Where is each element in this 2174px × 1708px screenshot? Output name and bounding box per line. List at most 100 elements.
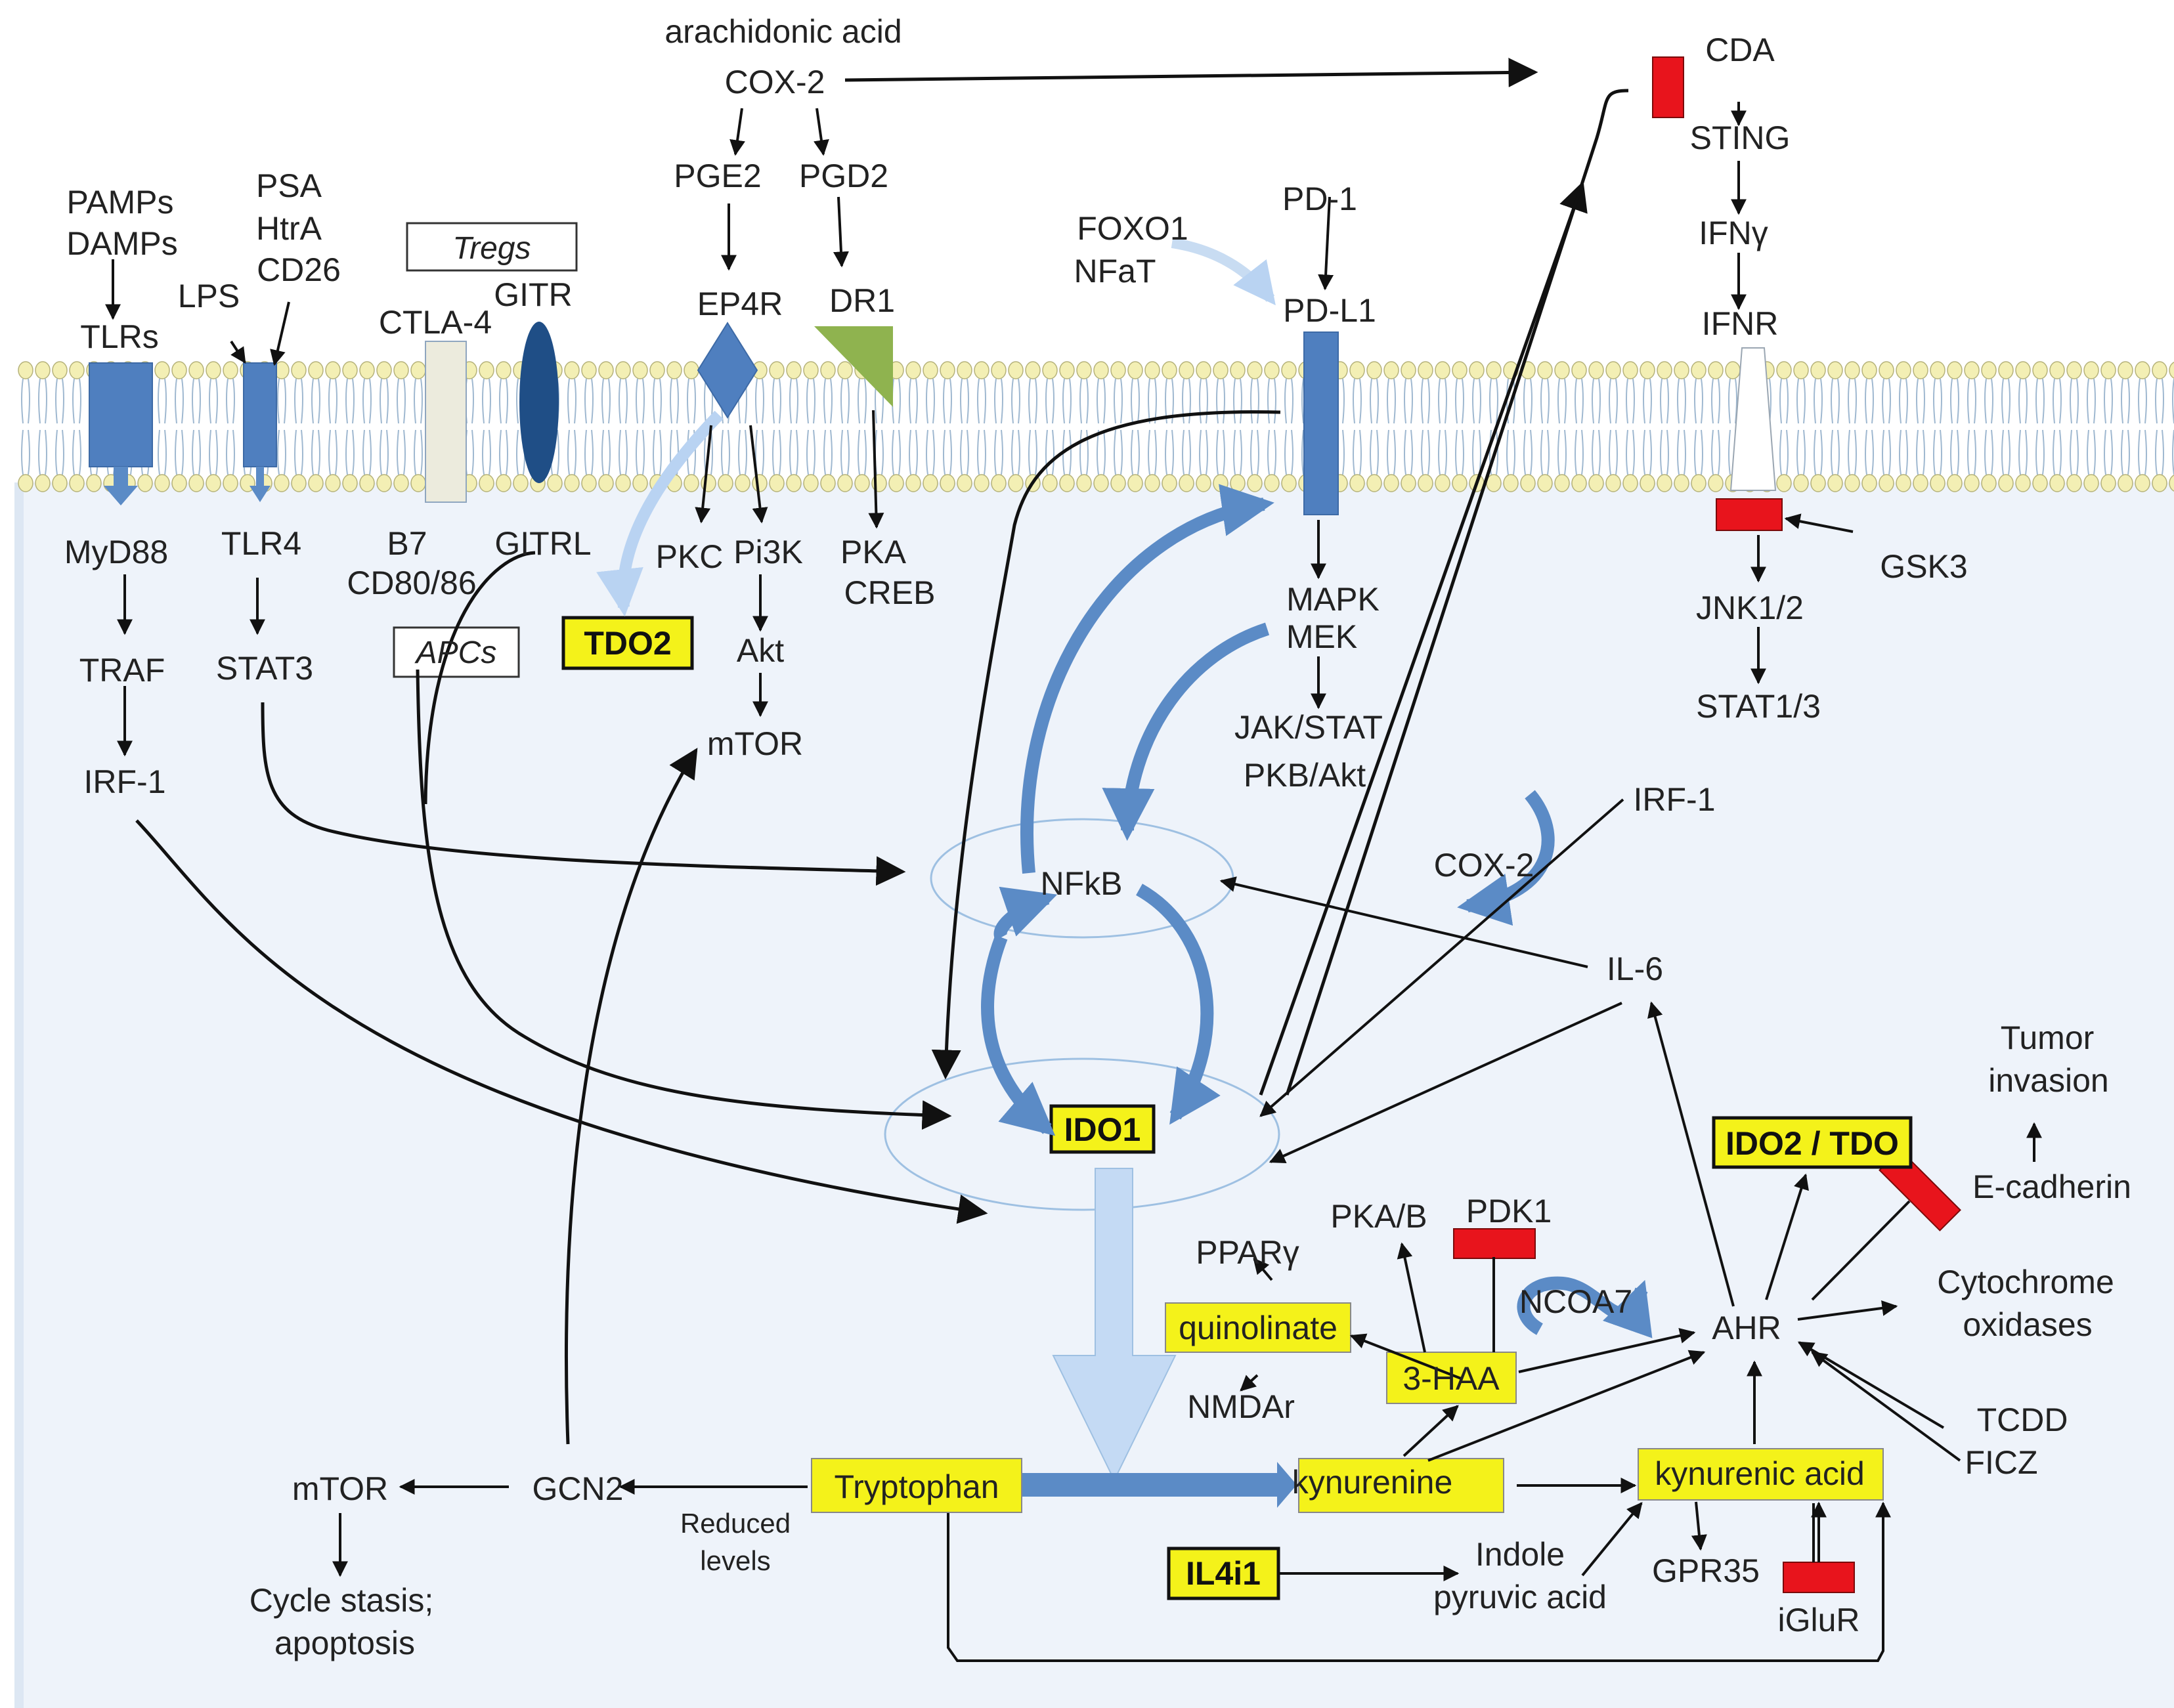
label-gcn2: GCN2 xyxy=(533,1470,624,1507)
inhibitor-block-pdk1 xyxy=(1453,1228,1536,1259)
ep4r-tdo2-arrow xyxy=(596,410,724,617)
label-creb: CREB xyxy=(844,574,936,611)
label-stat3: STAT3 xyxy=(216,650,313,687)
tryptophan-box xyxy=(811,1458,1022,1513)
label-cox2-top: COX-2 xyxy=(725,64,825,100)
label-dr1: DR1 xyxy=(829,282,895,319)
label-tregs: Tregs xyxy=(452,231,531,266)
label-levels: levels xyxy=(700,1545,770,1576)
label-cox2-mid: COX-2 xyxy=(1434,847,1534,884)
thin-arrows xyxy=(105,102,2042,1662)
label-cd26: CD26 xyxy=(257,251,341,288)
tryptophan-kynurenine-arrow xyxy=(1021,1462,1297,1508)
label-oxidases: oxidases xyxy=(1963,1306,2092,1343)
inhibitor-block-cda xyxy=(1652,56,1684,118)
label-cda: CDA xyxy=(1705,32,1775,68)
label-jnk: JNK1/2 xyxy=(1696,589,1804,626)
label-gsk3: GSK3 xyxy=(1880,548,1967,585)
label-nfkb: NFkB xyxy=(1041,865,1123,902)
inhibition-lines xyxy=(1492,1200,1911,1562)
label-pgd2: PGD2 xyxy=(799,158,888,194)
label-b7: B7 xyxy=(387,525,427,562)
pdl1-receptor xyxy=(1303,331,1339,515)
label-kynurenine: kynurenine xyxy=(1292,1464,1453,1501)
label-tumor: Tumor xyxy=(2001,1019,2095,1056)
labels: arachidonic acid COX-2 PGE2 PGD2 EP4R DR… xyxy=(64,13,2131,1661)
label-arachidonic-acid: arachidonic acid xyxy=(664,13,902,50)
tregs-box xyxy=(406,222,578,272)
label-traf: TRAF xyxy=(79,652,165,689)
quinolinate-box xyxy=(1165,1302,1351,1353)
label-ido2tdo: IDO2 / TDO xyxy=(1726,1125,1899,1162)
ido2tdo-box xyxy=(1712,1116,1913,1169)
label-ifnr: IFNR xyxy=(1702,305,1779,342)
label-pyruvic: pyruvic acid xyxy=(1433,1579,1607,1615)
label-ahr: AHR xyxy=(1712,1310,1781,1346)
label-ficz: FICZ xyxy=(1965,1444,2037,1481)
label-irf1-right: IRF-1 xyxy=(1634,781,1716,818)
tlr4-receptor xyxy=(243,362,277,467)
ifnr-receptor xyxy=(1729,347,1777,491)
label-pkbakt: PKB/Akt xyxy=(1244,757,1366,794)
label-il4i1: IL4i1 xyxy=(1186,1555,1261,1592)
label-ep4r: EP4R xyxy=(697,286,783,322)
label-mtor-top: mTOR xyxy=(707,725,803,762)
ido1-complex-ellipse xyxy=(884,1057,1280,1211)
label-myd88: MyD88 xyxy=(64,534,168,570)
label-apcs: APCs xyxy=(414,635,497,670)
label-invasion: invasion xyxy=(1988,1062,2108,1099)
label-pkc: PKC xyxy=(656,538,724,575)
label-sting: STING xyxy=(1690,119,1791,156)
label-pge2: PGE2 xyxy=(674,158,761,194)
cell-edge xyxy=(14,482,24,1708)
label-iglur: iGluR xyxy=(1777,1602,1859,1638)
label-pd1: PD-1 xyxy=(1282,181,1357,217)
tlr4-down-arrow xyxy=(250,467,271,502)
label-gpr35: GPR35 xyxy=(1652,1552,1760,1589)
label-tryptophan: Tryptophan xyxy=(834,1468,999,1505)
label-htra: HtrA xyxy=(256,210,322,247)
blue-feedback-arrows xyxy=(981,484,1653,1338)
label-lps: LPS xyxy=(178,278,240,314)
label-mtor-bottom: mTOR xyxy=(292,1470,388,1507)
label-nmdar: NMDAr xyxy=(1187,1388,1295,1425)
label-tlrs: TLRs xyxy=(80,318,158,355)
label-mapk: MAPK xyxy=(1286,581,1380,618)
dr1-receptor xyxy=(814,326,893,407)
ep4r-receptor xyxy=(697,322,758,419)
tlrs-down-arrow xyxy=(104,467,138,505)
kynurenine-box xyxy=(1298,1458,1504,1513)
label-il6: IL-6 xyxy=(1607,950,1663,987)
label-ecadherin: E-cadherin xyxy=(1972,1168,2131,1205)
label-foxo1: FOXO1 xyxy=(1077,210,1188,247)
label-stat13: STAT1/3 xyxy=(1696,688,1821,725)
label-ppar: PPARγ xyxy=(1196,1234,1299,1271)
label-irf1-left: IRF-1 xyxy=(84,763,166,800)
tdo2-box xyxy=(561,616,694,670)
label-akt: Akt xyxy=(737,632,784,669)
label-pka: PKA xyxy=(840,534,907,570)
label-pamps: PAMPs xyxy=(67,184,174,221)
label-apoptosis: apoptosis xyxy=(274,1625,415,1661)
label-ncoa7: NCOA7 xyxy=(1519,1283,1632,1320)
ido1-big-arrow xyxy=(1052,1168,1177,1482)
gitr-receptor xyxy=(519,322,559,483)
label-nfat: NFaT xyxy=(1074,253,1156,289)
label-ido1: IDO1 xyxy=(1064,1111,1141,1148)
label-jakstat: JAK/STAT xyxy=(1234,709,1383,746)
label-haa: 3-HAA xyxy=(1402,1360,1500,1397)
label-tcdd: TCDD xyxy=(1977,1401,2068,1438)
label-cd8086: CD80/86 xyxy=(347,565,476,601)
label-pdk1: PDK1 xyxy=(1466,1193,1552,1229)
il4i1-box xyxy=(1167,1547,1280,1600)
foxo1-pdl1-arrow xyxy=(1171,238,1276,306)
ctla4-receptor xyxy=(425,341,467,503)
label-kynurenic: kynurenic acid xyxy=(1655,1455,1865,1492)
inhibitor-block-ifnr xyxy=(1716,498,1783,531)
bold-arrows xyxy=(135,57,1629,1445)
label-indole: Indole xyxy=(1475,1536,1565,1573)
label-tlr4: TLR4 xyxy=(221,525,301,562)
label-damps: DAMPs xyxy=(66,225,177,262)
haa-box xyxy=(1386,1352,1517,1404)
